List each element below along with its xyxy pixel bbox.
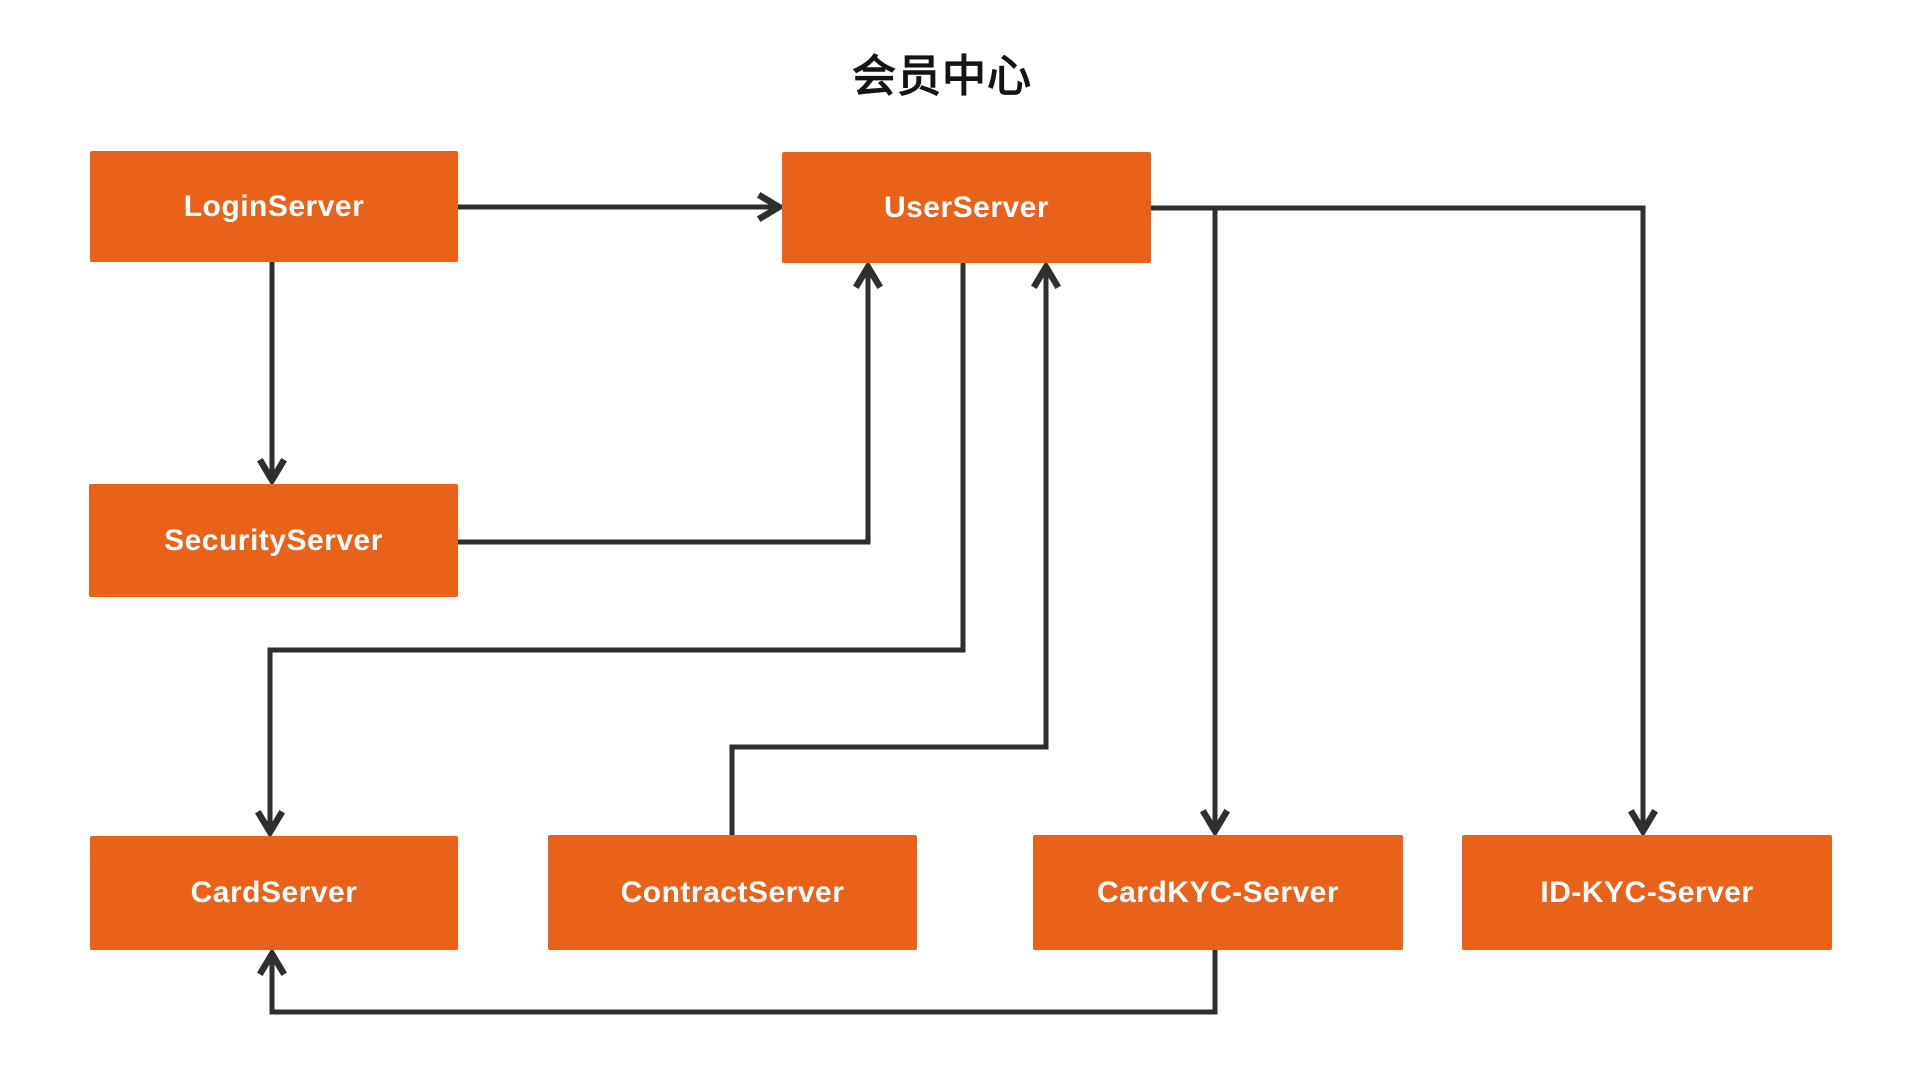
- node-contractserver: ContractServer: [548, 835, 917, 950]
- node-contractserver-label: ContractServer: [620, 875, 845, 909]
- node-loginserver: LoginServer: [90, 151, 458, 262]
- node-id-kyc-server: ID-KYC-Server: [1462, 835, 1832, 950]
- node-id-kyc-server-label: ID-KYC-Server: [1540, 875, 1754, 909]
- node-cardserver-label: CardServer: [190, 876, 358, 909]
- edge-userserver-to-cardserver: [255, 263, 966, 839]
- node-userserver-label: UserServer: [883, 190, 1050, 224]
- node-cardkyc-server: CardKYC-Server: [1033, 835, 1403, 950]
- edge-cardkyc-server-to-cardserver: [257, 947, 1218, 1015]
- edge-securityserver-to-userserver: [458, 260, 883, 545]
- node-loginserver-label: LoginServer: [183, 189, 365, 223]
- node-securityserver-label: SecurityServer: [164, 523, 383, 557]
- node-securityserver: SecurityServer: [89, 484, 458, 597]
- node-cardserver: CardServer: [90, 836, 458, 950]
- node-cardkyc-server-label: CardKYC-Server: [1096, 875, 1340, 909]
- node-userserver: UserServer: [782, 152, 1151, 263]
- edge-contractserver-to-userserver: [729, 260, 1061, 835]
- diagram-title: 会员中心: [852, 52, 1032, 101]
- edge-userserver-to-id-kyc-server: [1151, 205, 1658, 838]
